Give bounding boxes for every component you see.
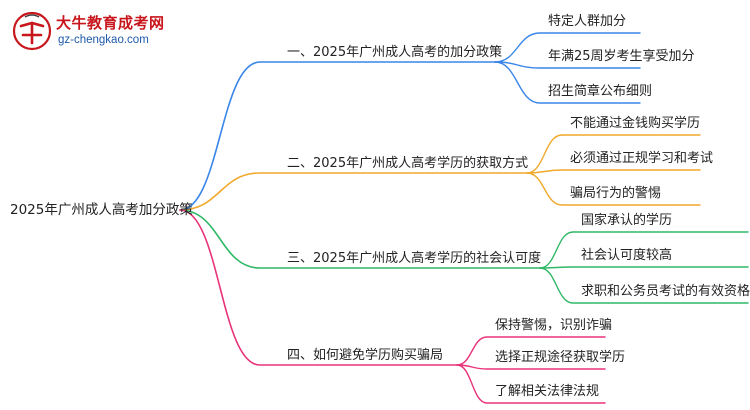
leaf-connector-4-2 [456,364,606,370]
leaf-node-4-1: 保持警惕，识别诈骗 [495,317,612,333]
leaf-connector-2-3 [526,172,701,206]
leaf-connector-4-3 [456,364,606,404]
leaf-connector-1-2 [494,61,641,69]
leaf-node-1-1: 特定人群加分 [548,14,626,29]
branch-connector-1 [179,61,496,211]
branch-connector-4 [179,209,458,366]
branch-node-3: 三、2025年广州成人高考学历的社会认可度 [287,250,541,266]
branch-node-2: 二、2025年广州成人高考学历的获取方式 [287,155,528,171]
leaf-connector-2-2 [526,169,701,174]
leaf-connector-3-2 [539,266,749,269]
leaf-node-3-2: 社会认可度较高 [581,247,672,263]
branch-node-4: 四、如何避免学历购买骗局 [287,347,443,363]
leaf-node-3-3: 求职和公务员考试的有效资格 [581,283,750,299]
root-node: 2025年广州成人高考加分政策 [10,201,193,218]
logo-title: 大牛教育成考网 [56,14,165,32]
connector-lines [179,32,749,404]
logo-url: gz-chengkao.com [58,34,149,46]
leaf-node-2-3: 骗局行为的警惕 [570,185,661,201]
leaf-node-1-2: 年满25周岁考生享受加分 [548,48,695,64]
leaf-node-3-1: 国家承认的学历 [581,212,672,228]
leaf-node-2-2: 必须通过正规学习和考试 [570,150,713,166]
branch-connector-3 [179,209,541,269]
leaf-connector-4-1 [456,336,606,366]
leaf-connector-1-3 [494,61,641,104]
site-logo: 大牛教育成考网 gz-chengkao.com [8,8,198,56]
leaf-node-1-3: 招生简章公布细则 [548,83,652,99]
leaf-connector-3-1 [539,231,749,269]
branch-connector-2 [179,172,528,211]
branch-node-1: 一、2025年广州成人高考的加分政策 [287,44,502,60]
leaf-connector-2-1 [526,134,701,174]
logo-mark-icon [12,11,52,51]
leaf-node-4-3: 了解相关法律法规 [495,384,599,399]
leaf-connector-1-1 [494,32,641,63]
leaf-node-4-2: 选择正规途径获取学历 [495,349,625,365]
leaf-node-2-1: 不能通过金钱购买学历 [570,115,700,131]
leaf-connector-3-3 [539,267,749,304]
